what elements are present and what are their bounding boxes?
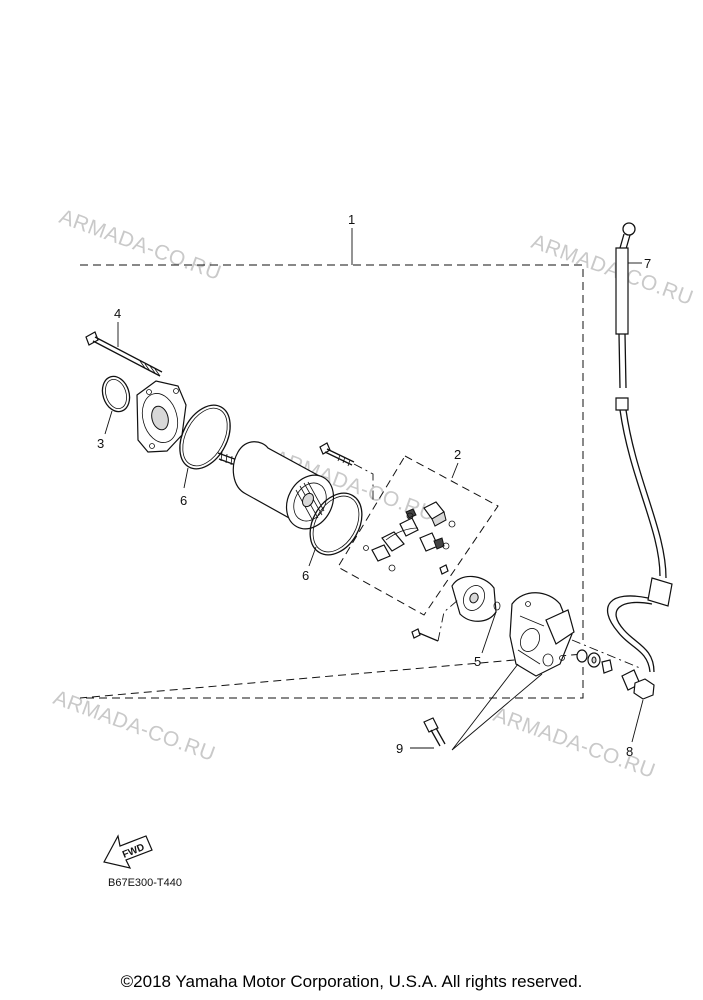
- watermark: ARMADA-CO.RU: [56, 205, 224, 285]
- o-ring-part-6-upper: [179, 404, 231, 470]
- brush-holder-parts: [363, 501, 456, 572]
- leader-line-8: [631, 699, 644, 743]
- callout-8: 8: [626, 744, 633, 759]
- o-ring-part-6-lower: [309, 492, 363, 556]
- leader-line-5: [481, 611, 497, 654]
- bolt-part-9: [423, 717, 446, 747]
- callout-7: 7: [644, 256, 651, 271]
- brush-plate-part-5: [451, 575, 501, 622]
- small-bolts: [411, 564, 449, 642]
- centerline: [353, 463, 374, 502]
- callout-5: 5: [474, 654, 481, 669]
- leader-line-3: [104, 410, 113, 435]
- screw: [319, 442, 355, 467]
- brush-assembly-boundary: [337, 455, 499, 616]
- leader-line-6-upper: [183, 467, 189, 489]
- terminal-hardware: [576, 649, 613, 674]
- assembly-boundary: [79, 264, 584, 699]
- callout-3: 3: [97, 436, 104, 451]
- diagram-code: B67E300-T440: [108, 877, 182, 889]
- cable-part-7: [606, 222, 673, 691]
- callout-1: 1: [348, 212, 355, 227]
- leader-line-9: [410, 663, 543, 751]
- centerline-bolt: [437, 599, 459, 642]
- bolt-part-4: [85, 331, 163, 377]
- centerline-terminal: [571, 639, 641, 669]
- callout-6-lower: 6: [302, 568, 309, 583]
- leader-line-6-lower: [308, 546, 317, 567]
- armature-yoke: [217, 441, 335, 530]
- callout-6-upper: 6: [180, 493, 187, 508]
- forward-arrow: FWD: [103, 834, 153, 869]
- copyright-notice: ©2018 Yamaha Motor Corporation, U.S.A. A…: [120, 972, 583, 991]
- callout-4: 4: [114, 306, 121, 321]
- o-ring-part-3: [101, 375, 131, 413]
- rear-end-cover: [509, 592, 575, 677]
- watermark: ARMADA-CO.RU: [528, 230, 696, 310]
- callout-9: 9: [396, 741, 403, 756]
- nut-part-8: [633, 678, 655, 700]
- front-cover: [136, 380, 187, 453]
- leader-line-2: [451, 462, 459, 479]
- callout-2: 2: [454, 447, 461, 462]
